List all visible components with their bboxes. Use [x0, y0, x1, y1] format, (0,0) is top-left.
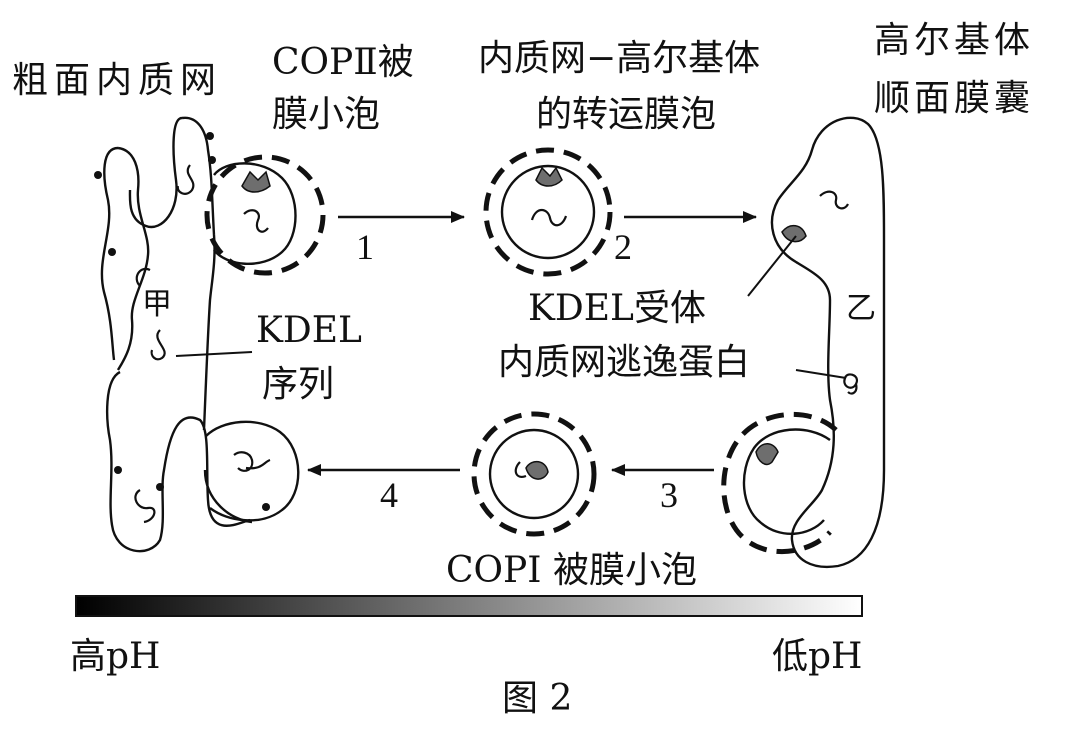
golgi-cis-cisterna	[770, 116, 886, 569]
ribosomes	[94, 132, 270, 511]
escape-protein-squiggle	[843, 373, 858, 395]
rough-er-label: 粗面内质网	[12, 60, 223, 101]
escape-protein-pointer	[795, 369, 847, 379]
golgi-kdel-receptor	[781, 224, 807, 243]
rough-er-membrane	[100, 116, 253, 553]
kdel-sequence-label-line1: KDEL	[256, 310, 362, 351]
copii-coat	[204, 154, 326, 276]
copii-label-line1: COPⅡ被	[272, 42, 414, 83]
golgi-squiggle-top	[819, 190, 849, 210]
copii-label-line2: 膜小泡	[272, 94, 381, 135]
copii-cargo-protein	[241, 170, 271, 193]
copi-vesicle-coat	[471, 411, 597, 537]
figure-caption: 图 2	[502, 678, 573, 719]
step-number-3: 3	[660, 475, 678, 515]
escape-protein-label: 内质网逃逸蛋白	[498, 342, 751, 383]
kdel-sequence-label-line2: 序列	[262, 364, 335, 405]
kdel-receptor-pointer	[747, 235, 797, 297]
kdel-sequence-pointer	[175, 351, 253, 357]
transport-vesicle-receptor	[535, 166, 563, 187]
jia-label: 甲	[142, 287, 172, 322]
copii-cargo-squiggle	[243, 209, 269, 233]
copi-budding-receptor	[755, 443, 779, 466]
transport-vesicle-squiggle	[530, 208, 568, 227]
kdel-receptor-label: KDEL受体	[528, 288, 706, 329]
copi-vesicle-membrane	[488, 428, 580, 520]
transport-vesicle-coat	[483, 147, 613, 277]
step-number-1: 1	[356, 227, 374, 267]
golgi-label-line2: 顺面膜囊	[874, 78, 1035, 119]
copi-vesicle-receptor	[525, 460, 549, 480]
yi-label: 乙	[846, 291, 876, 326]
copi-label: COPⅠ 被膜小泡	[446, 550, 697, 591]
er-bud-bottom	[205, 420, 300, 522]
step-number-4: 4	[380, 475, 398, 515]
copi-budding-membrane	[742, 428, 831, 536]
transport-vesicle-membrane	[500, 164, 596, 260]
step-number-2: 2	[614, 227, 632, 267]
ph-gradient-bar	[75, 595, 863, 617]
golgi-label-line1: 高尔基体	[874, 20, 1035, 61]
kdel-squiggle-er-mid	[135, 267, 166, 361]
high-ph-label: 高pH	[70, 636, 161, 677]
kdel-squiggle-er-top	[176, 164, 195, 195]
rough-er-lobe-top	[116, 146, 150, 371]
copi-budding-coat	[721, 411, 838, 554]
er-bud-top	[213, 162, 297, 265]
transport-vesicle-label-line1: 内质网−高尔基体	[478, 38, 761, 79]
low-ph-label: 低pH	[772, 636, 863, 677]
transport-vesicle-label-line2: 的转运膜泡	[536, 94, 717, 135]
kdel-squiggle-bud-bottom	[233, 451, 271, 472]
copi-vesicle-squiggle	[514, 461, 527, 478]
kdel-squiggle-er-bottom	[134, 489, 156, 524]
